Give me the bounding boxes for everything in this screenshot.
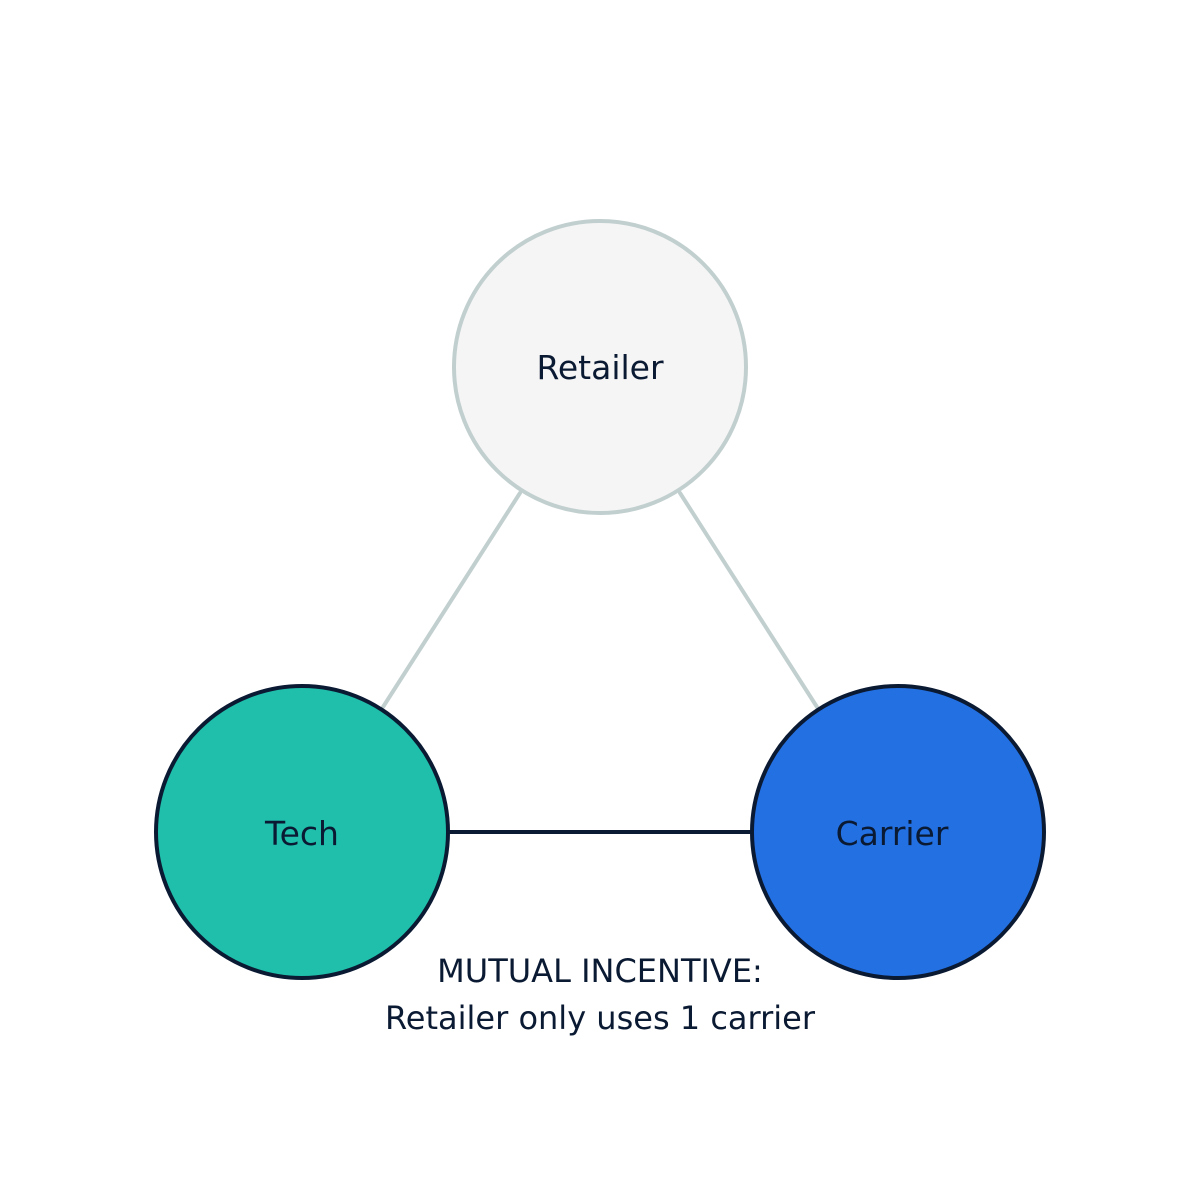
node-retailer-circle — [452, 219, 748, 515]
node-carrier-circle — [750, 684, 1046, 980]
caption-line-1: MUTUAL INCENTIVE: — [437, 952, 763, 990]
node-tech-label: Tech — [264, 814, 339, 853]
caption-line-2: Retailer only uses 1 carrier — [385, 999, 816, 1037]
node-retailer-label: Retailer — [536, 348, 664, 387]
edge-retailer-carrier — [678, 491, 819, 709]
node-carrier: Carrier — [750, 684, 1046, 980]
node-retailer: Retailer — [452, 219, 748, 515]
node-carrier-label: Carrier — [836, 814, 949, 853]
caption: MUTUAL INCENTIVE: Retailer only uses 1 c… — [385, 952, 816, 1037]
node-tech: Tech — [154, 684, 450, 980]
node-tech-circle — [154, 684, 450, 980]
edge-retailer-tech — [381, 491, 522, 709]
